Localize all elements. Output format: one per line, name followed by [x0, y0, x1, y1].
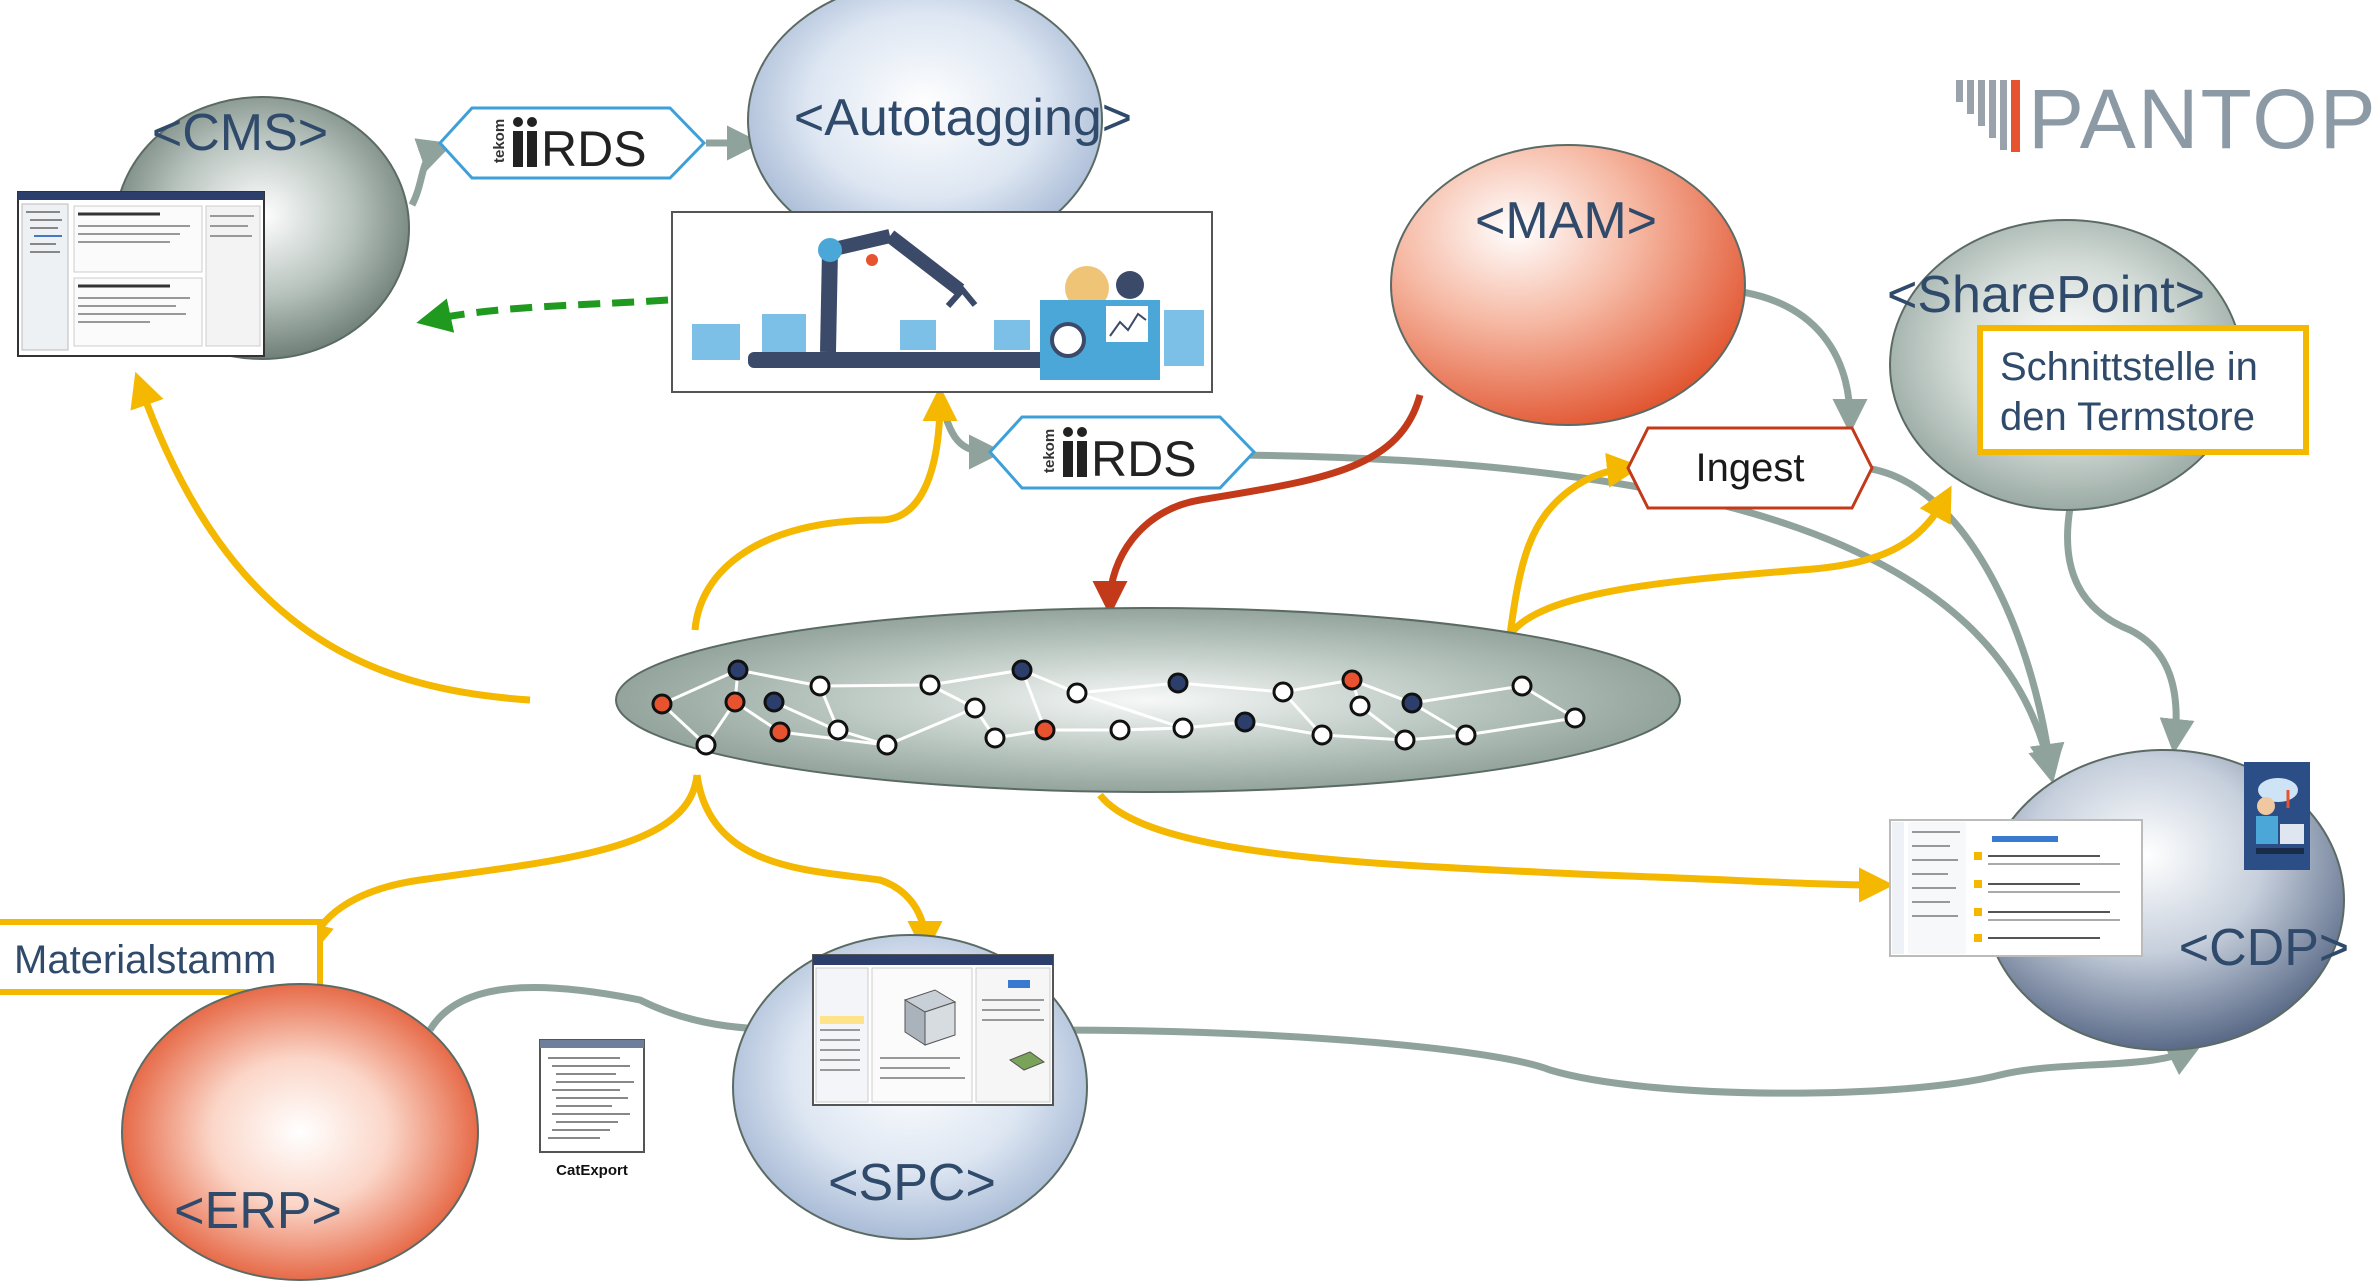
cdp-person-illustration-icon	[2244, 762, 2310, 870]
graph-node	[1034, 719, 1056, 741]
arrow-autotagging-to-iirds2	[936, 394, 1004, 470]
arrow-iirds2-to-cdp	[1237, 451, 2063, 784]
termstore-line1: Schnittstelle in	[2000, 345, 2258, 389]
arrow-hub-to-materialstamm	[299, 774, 701, 959]
autotagging-illustration	[671, 211, 1213, 393]
graph-node	[827, 719, 849, 741]
catexport-label: CatExport	[556, 1162, 628, 1179]
materialstamm-box: Materialstamm	[0, 919, 323, 995]
pantop-logo: PANTOP	[1956, 72, 2374, 166]
graph-node	[876, 734, 898, 756]
termstore-line2: den Termstore	[2000, 395, 2255, 439]
spc-screenshot-thumbnail	[812, 954, 1054, 1106]
graph-node	[1455, 724, 1477, 746]
iirds-logo-icon	[513, 117, 537, 167]
graph-node	[1349, 695, 1371, 717]
arrow-spc-to-cdp	[1049, 1026, 2203, 1097]
graph-node	[763, 691, 785, 713]
graph-node	[1234, 711, 1256, 733]
arrow-erp-to-spc	[427, 984, 814, 1048]
graph-node	[919, 674, 941, 696]
arrow-autotagging-to-cms	[416, 296, 669, 333]
iirds-badge-middle: tekom RDS	[987, 415, 1257, 490]
graph-node	[809, 675, 831, 697]
graph-nodes	[651, 659, 1586, 756]
graph-node	[1167, 672, 1189, 694]
iirds-badge-top: tekom RDS	[437, 106, 707, 180]
iirds-text: RDS	[1091, 431, 1197, 487]
ingest-box[interactable]: Ingest	[1626, 426, 1874, 510]
arrow-sharepoint-to-cdp	[2064, 507, 2195, 754]
graph-node	[727, 659, 749, 681]
cms-screenshot-thumbnail	[17, 191, 265, 357]
arrow-hub-to-spc	[693, 774, 943, 956]
graph-node	[651, 693, 673, 715]
autotagging-node[interactable]: <Autotagging>	[747, 0, 1132, 261]
ingest-label: Ingest	[1696, 446, 1805, 490]
tekom-logo-icon: tekom	[1041, 429, 1058, 473]
graph-node	[1011, 659, 1033, 681]
arrow-mam-to-ingest	[1727, 286, 1868, 434]
svg-text:tekom: tekom	[491, 119, 508, 163]
pantop-stripes-icon	[1956, 80, 2020, 152]
graph-node	[1272, 681, 1294, 703]
arrow-hub-to-ingest	[1506, 452, 1642, 636]
cdp-label: <CDP>	[2179, 919, 2350, 977]
catexport-thumbnail	[539, 1039, 645, 1153]
iirds-logo-icon	[1063, 427, 1087, 477]
knowledge-graph-hub[interactable]	[615, 607, 1681, 793]
arrow-ingest-to-cdp	[1864, 464, 2065, 779]
erp-node[interactable]: <ERP>	[121, 983, 479, 1281]
graph-node	[1394, 729, 1416, 751]
arrow-hub-to-cms	[130, 371, 531, 704]
cdp-screenshot-thumbnail	[1889, 819, 2143, 957]
tekom-logo-icon: tekom	[491, 119, 508, 163]
graph-node	[1311, 724, 1333, 746]
pantop-wordmark: PANTOP	[2028, 72, 2374, 166]
erp-label: <ERP>	[174, 1182, 342, 1240]
termstore-box: Schnittstelle in den Termstore	[1977, 325, 2309, 455]
arrow-hub-to-cdp	[1097, 792, 1894, 903]
graph-node	[695, 734, 717, 756]
spc-label: <SPC>	[828, 1154, 996, 1212]
materialstamm-label: Materialstamm	[14, 938, 276, 982]
arrow-cms-to-iirds	[408, 138, 454, 207]
autotagging-label: <Autotagging>	[794, 89, 1132, 147]
connectors	[130, 125, 2203, 1097]
graph-node	[1564, 707, 1586, 729]
iirds-text: RDS	[541, 121, 647, 177]
mam-label: <MAM>	[1475, 192, 1657, 250]
graph-node	[1341, 669, 1363, 691]
svg-text:tekom: tekom	[1041, 429, 1058, 473]
graph-node	[1066, 682, 1088, 704]
arrow-mam-to-hub	[1092, 394, 1424, 616]
graph-node	[984, 727, 1006, 749]
graph-node	[1401, 692, 1423, 714]
sharepoint-label: <SharePoint>	[1887, 266, 2205, 324]
graph-node	[724, 691, 746, 713]
cms-label: <CMS>	[152, 104, 328, 162]
mam-node[interactable]: <MAM>	[1390, 144, 1746, 426]
graph-node	[1109, 719, 1131, 741]
graph-node	[1172, 717, 1194, 739]
arrow-hub-to-sharepoint	[1507, 485, 1952, 638]
graph-node	[769, 721, 791, 743]
graph-node	[964, 697, 986, 719]
graph-node	[1511, 675, 1533, 697]
arrow-hub-to-autotagging	[691, 386, 958, 631]
